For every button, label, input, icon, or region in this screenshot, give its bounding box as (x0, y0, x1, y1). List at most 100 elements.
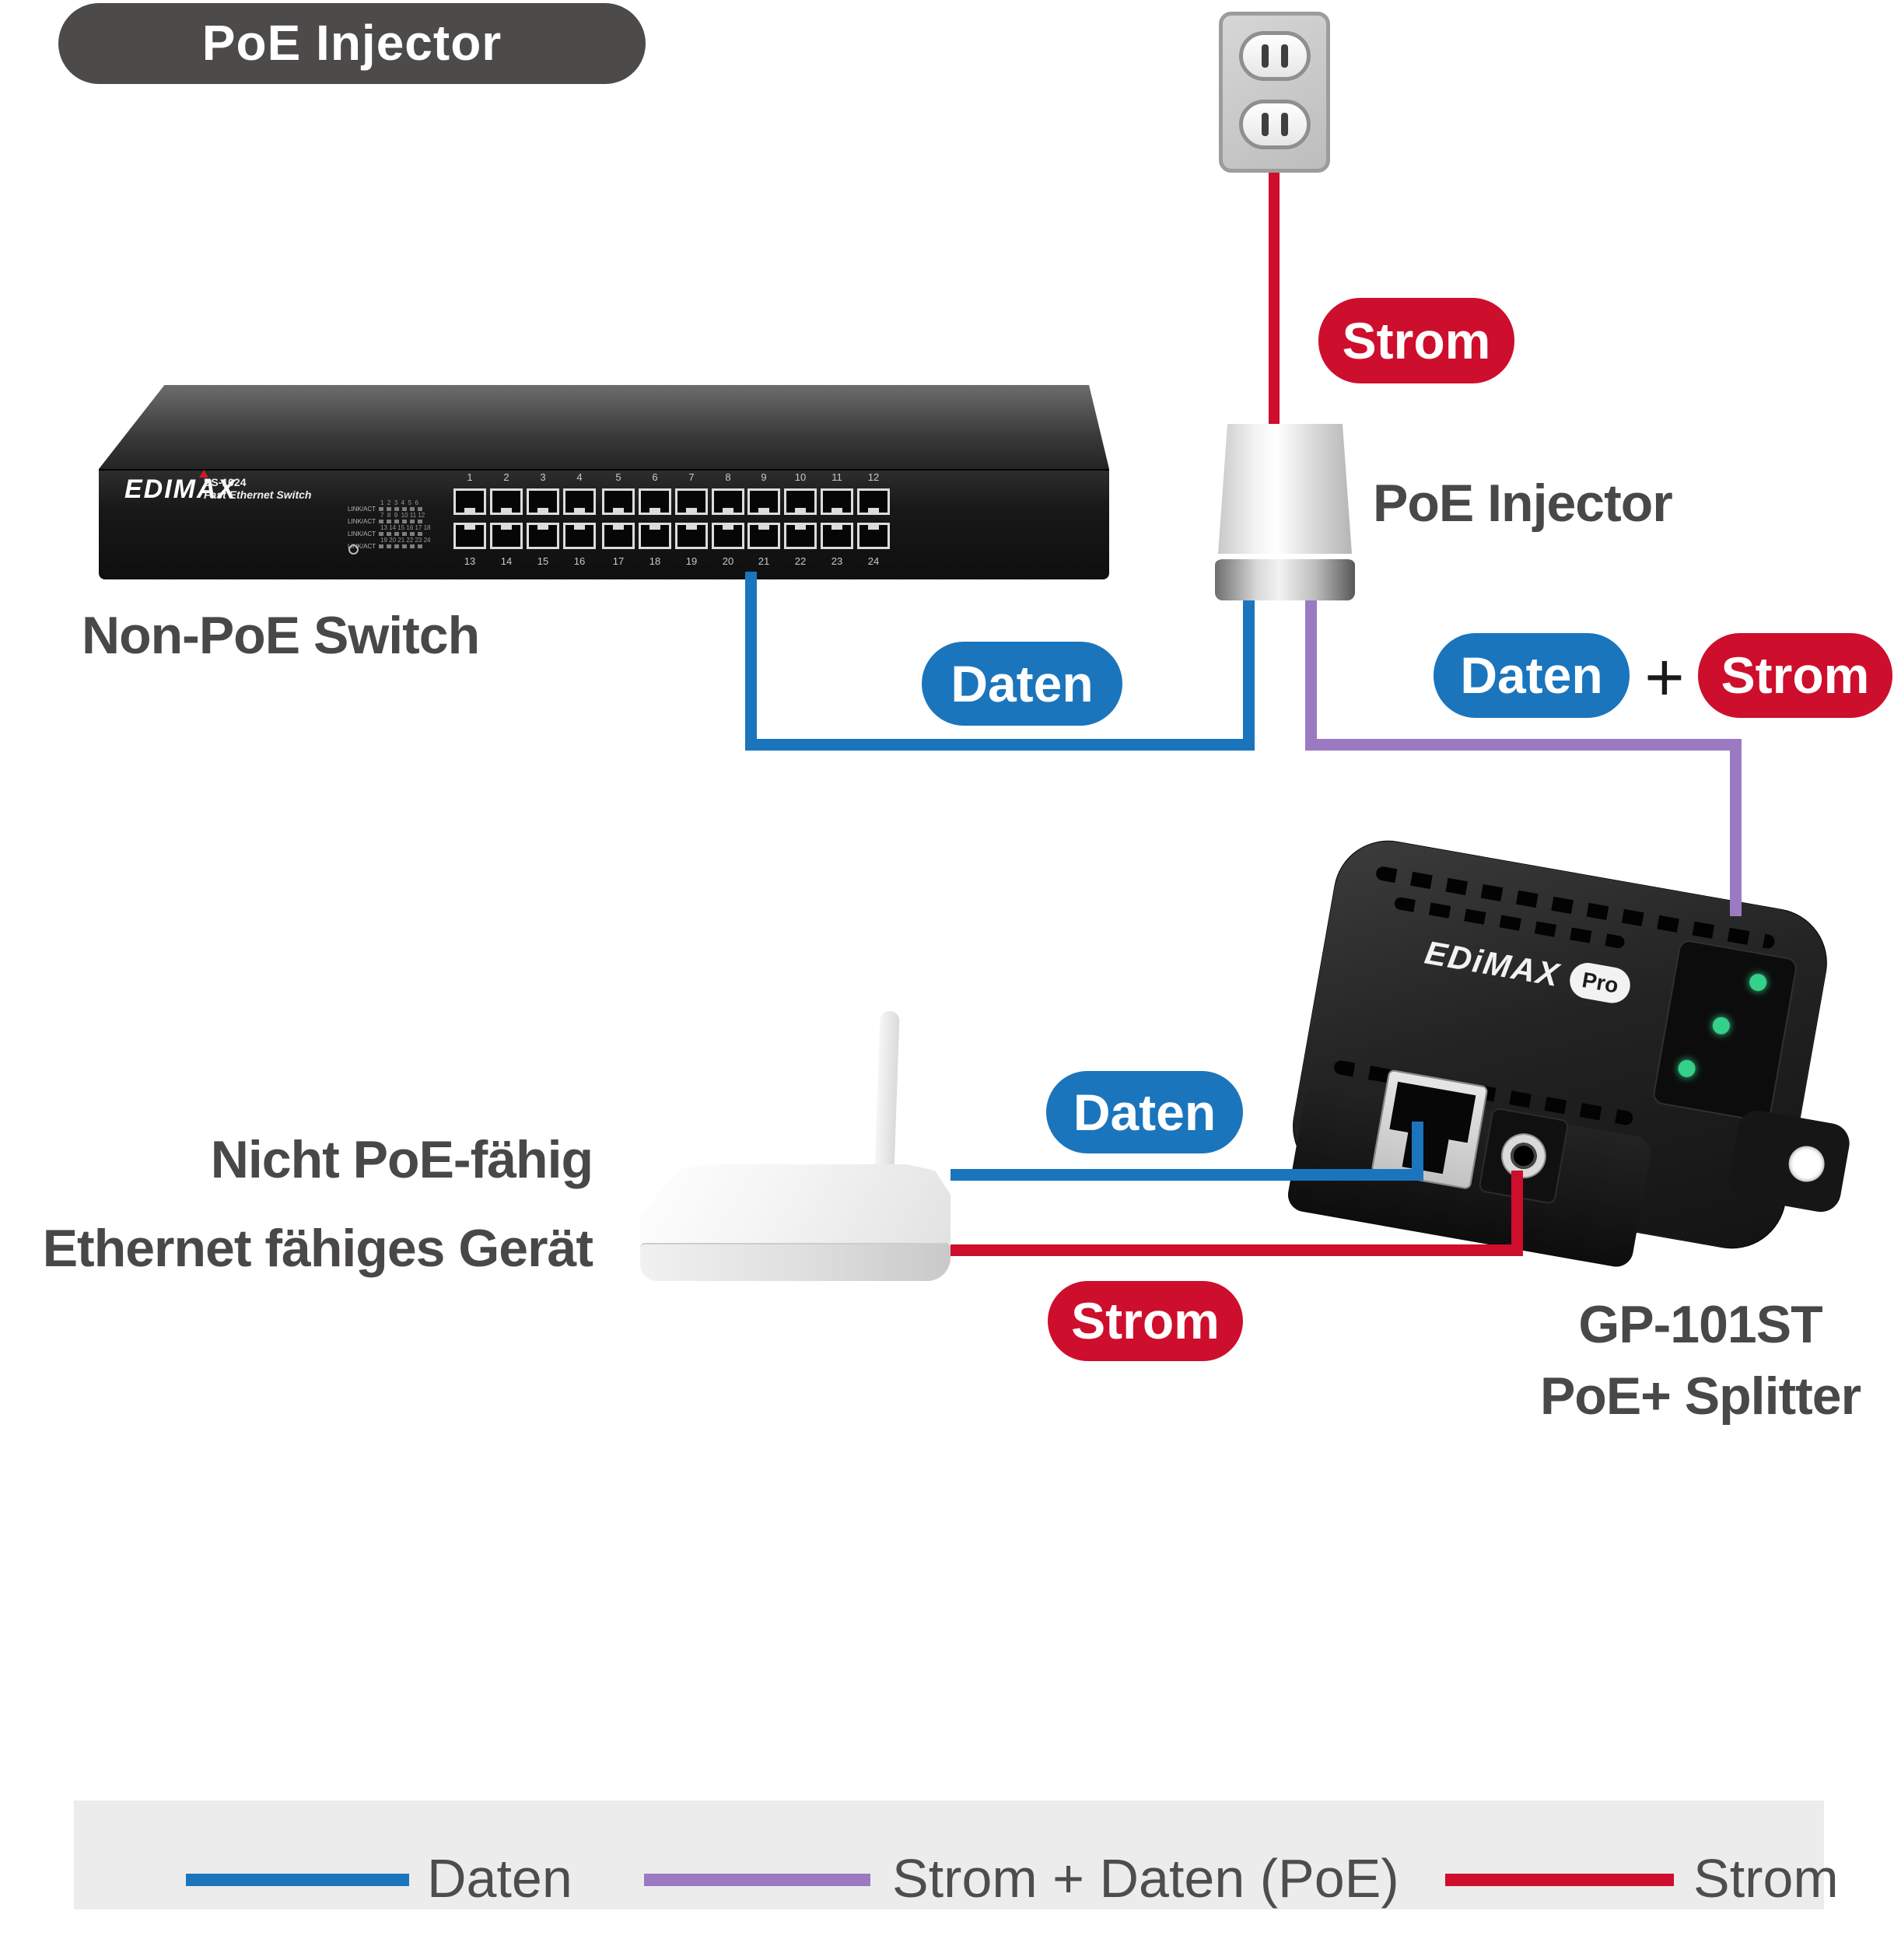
outlet-socket-bottom (1238, 100, 1311, 149)
port-number: 22 (794, 555, 807, 567)
led-legend-row: LINK/ACT (348, 519, 453, 525)
led-legend-row: 13 14 15 16 17 18 (380, 524, 431, 531)
port-number: 24 (867, 555, 880, 567)
rj45-port (712, 488, 744, 515)
port-number: 5 (615, 471, 621, 483)
mounting-hole (1785, 1143, 1828, 1185)
port-number: 1 (467, 471, 473, 483)
port-number: 4 (576, 471, 583, 483)
port-number: 2 (503, 471, 509, 483)
port-number: 23 (831, 555, 843, 567)
data-line-from-rj45 (1412, 1122, 1423, 1178)
rj45-port (490, 523, 523, 549)
port-number: 20 (722, 555, 734, 567)
rj45-port (821, 523, 853, 549)
rj45-port (602, 488, 635, 515)
data-line-switch-horizontal (745, 739, 1255, 751)
led-legend-row: LINK/ACT (348, 506, 453, 513)
legend-bar: Daten Strom + Daten (PoE) Strom (74, 1801, 1839, 1909)
port-number: 15 (537, 555, 549, 567)
poe-line-from-injector (1305, 600, 1317, 744)
rj45-port (639, 523, 671, 549)
port-number: 7 (688, 471, 695, 483)
legend-line-daten (186, 1874, 409, 1886)
switch-top-face (99, 385, 1109, 469)
port-number: 18 (649, 555, 661, 567)
mounting-tab (1726, 1107, 1853, 1216)
rj45-port (784, 488, 817, 515)
rj45-port (527, 488, 559, 515)
port-number: 17 (612, 555, 625, 567)
strom-pill-outlet: Strom (1318, 298, 1514, 383)
port-number: 8 (725, 471, 731, 483)
rj45-port (490, 488, 523, 515)
switch-brand-logo: EDIMAX (124, 470, 237, 505)
led-green (1748, 972, 1768, 992)
led-legend-row: 1 2 3 4 5 6 (380, 499, 418, 506)
poe-injector-device (1218, 424, 1352, 554)
poe-line-horizontal (1305, 739, 1742, 751)
left-device-label-line2: Ethernet fähiges Gerät (42, 1219, 593, 1278)
title-badge: PoE Injector (58, 3, 646, 84)
outlet-slot (1280, 113, 1288, 136)
left-device-label-line1: Nicht PoE-fähig (210, 1130, 593, 1189)
outlet-slot (1280, 44, 1288, 68)
rj45-port (821, 488, 853, 515)
led-legend-row: 19 20 21 22 23 24 (380, 537, 431, 544)
dc-jack-ring (1497, 1129, 1550, 1182)
legend-line-strom (1445, 1874, 1674, 1886)
rj45-port (712, 523, 744, 549)
rj45-port (675, 488, 708, 515)
antenna (874, 1010, 900, 1177)
switch-model-block: ES-1024 Fast Ethernet Switch (204, 476, 311, 501)
port-number: 11 (831, 471, 842, 483)
switch-label: Non-PoE Switch (82, 606, 480, 665)
rj45-port (563, 488, 596, 515)
daten-pill-device: Daten (1046, 1071, 1243, 1153)
port-number: 21 (758, 555, 770, 567)
data-line-into-injector (1243, 600, 1255, 744)
rj45-port (747, 523, 780, 549)
led-legend-row: LINK/ACT (348, 531, 453, 537)
rj45-port (747, 488, 780, 515)
power-line-to-device (951, 1244, 1523, 1256)
switch-brand-text: EDIMAX (124, 474, 237, 504)
led-legend-row: LINK/ACT (348, 544, 453, 550)
switch-brand-accent (199, 470, 208, 478)
strom-pill-out: Strom (1698, 633, 1892, 718)
poe-line-into-splitter (1730, 739, 1742, 916)
port-number: 19 (685, 555, 698, 567)
port-number: 16 (573, 555, 586, 567)
splitter-type-label: PoE+ Splitter (1539, 1367, 1861, 1426)
power-outlet-icon (1219, 12, 1330, 173)
legend-line-poe (644, 1874, 870, 1886)
rj45-port (602, 523, 635, 549)
port-number: 6 (652, 471, 658, 483)
poe-injector-label: PoE Injector (1373, 474, 1673, 533)
data-line-switch-down (745, 572, 757, 744)
power-line-outlet-to-injector (1269, 173, 1280, 429)
rj45-port (857, 488, 890, 515)
rj45-port (675, 523, 708, 549)
switch-model-sub: Fast Ethernet Switch (204, 488, 312, 501)
legend-label-daten: Daten (427, 1848, 572, 1909)
port-number: 14 (500, 555, 513, 567)
legend-label-poe: Strom + Daten (PoE) (892, 1848, 1399, 1909)
dc-jack (1478, 1107, 1570, 1206)
splitter-model-label: GP-101ST (1578, 1295, 1822, 1354)
data-line-to-device (951, 1169, 1423, 1181)
rj45-port (453, 523, 486, 549)
plus-sign: + (1644, 639, 1685, 716)
access-point-base (640, 1243, 951, 1281)
rj45-port (784, 523, 817, 549)
rj45-port (563, 523, 596, 549)
poe-injector-device-base (1215, 557, 1355, 600)
port-number: 10 (794, 471, 807, 483)
daten-pill-out: Daten (1434, 633, 1630, 718)
daten-pill-switch: Daten (922, 642, 1122, 726)
switch-model: ES-1024 (204, 476, 247, 488)
power-icon (348, 544, 359, 555)
